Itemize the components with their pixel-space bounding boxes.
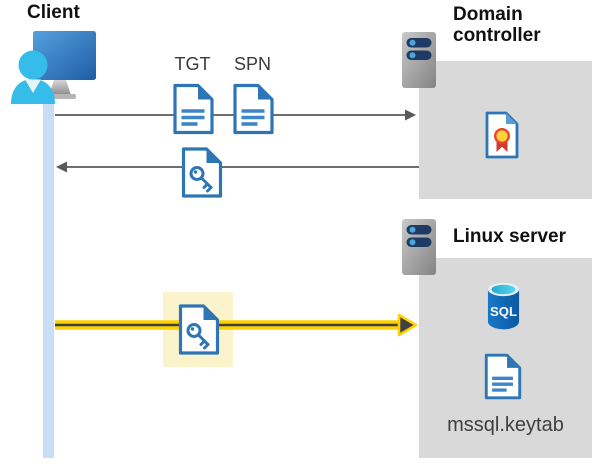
sql-database-icon: SQL xyxy=(487,282,520,330)
spn-document-icon xyxy=(233,83,274,135)
domain-controller-label: Domain controller xyxy=(453,4,541,46)
sql-badge-text: SQL xyxy=(490,304,517,319)
domain-controller-server-icon xyxy=(402,32,436,88)
ticket-key-document-icon xyxy=(181,147,223,198)
keytab-filename: mssql.keytab xyxy=(447,414,564,436)
highlighted-key-document-icon xyxy=(178,304,220,355)
client-label: Client xyxy=(27,2,80,23)
client-workstation-icon xyxy=(11,31,96,104)
certificate-icon xyxy=(485,111,519,159)
linux-server-icon xyxy=(402,219,436,275)
spn-label: SPN xyxy=(233,54,271,74)
tgt-label: TGT xyxy=(174,54,211,74)
response-arrow-left xyxy=(56,161,419,173)
client-lifeline xyxy=(43,93,54,458)
tgt-document-icon xyxy=(173,83,214,135)
request-arrow-right xyxy=(55,109,416,121)
linux-server-label: Linux server xyxy=(453,226,566,247)
authentication-arrow-yellow xyxy=(55,313,418,337)
keytab-document-icon xyxy=(484,353,522,400)
